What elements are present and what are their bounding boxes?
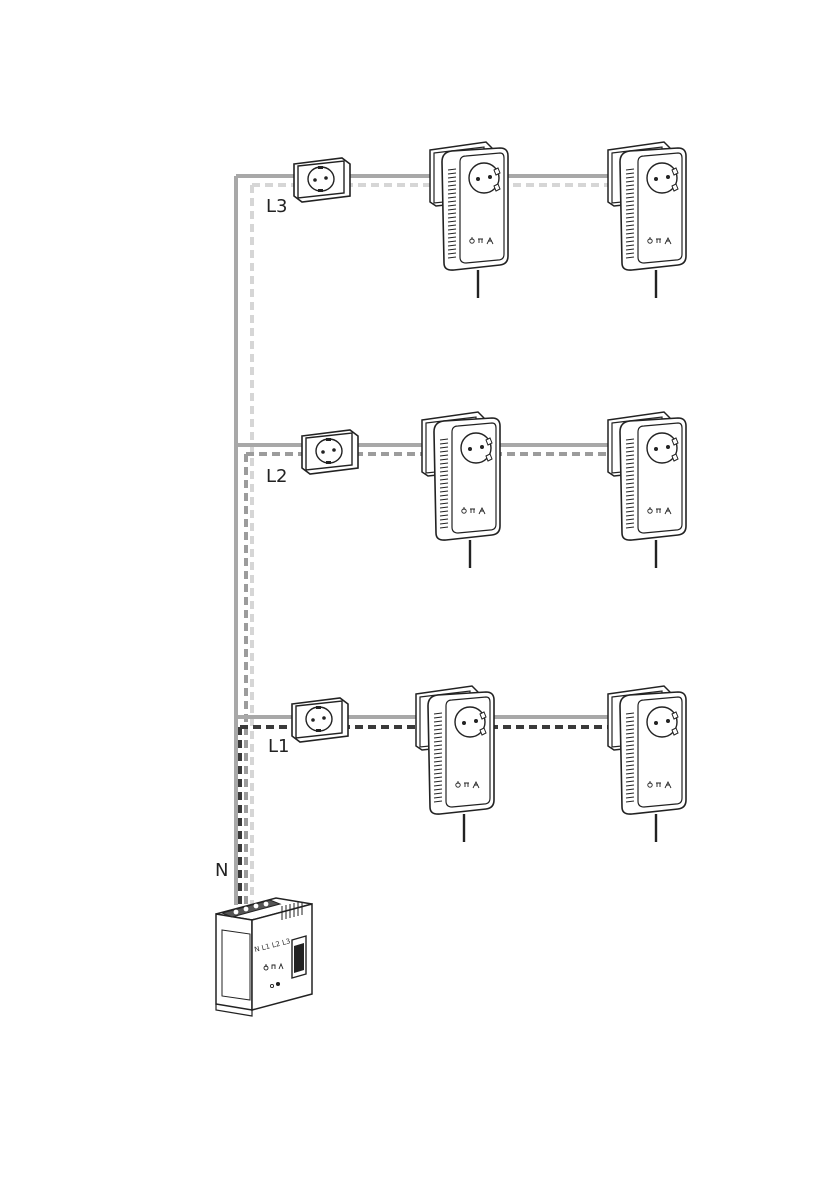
powerline-adapter-icon (608, 412, 686, 568)
l3-run (236, 176, 612, 905)
schuko-wall-socket-icon (292, 698, 348, 742)
neutral-label: N (215, 860, 228, 881)
din-rail-powerline-module-icon: N L1 L2 L3 (216, 898, 312, 1016)
powerline-adapter-icon (608, 142, 686, 298)
schuko-wall-socket-icon (302, 430, 358, 474)
phase-label-l3: L3 (266, 196, 287, 217)
phase-label-l1: L1 (268, 736, 289, 757)
schuko-wall-socket-icon (294, 158, 350, 202)
powerline-adapter-icon (430, 142, 508, 298)
powerline-adapter-icon (416, 686, 494, 842)
l2-run (236, 445, 610, 905)
phase-label-l2: L2 (266, 466, 287, 487)
powerline-adapter-icon (608, 686, 686, 842)
powerline-adapter-icon (422, 412, 500, 568)
phase-wiring (236, 176, 612, 905)
